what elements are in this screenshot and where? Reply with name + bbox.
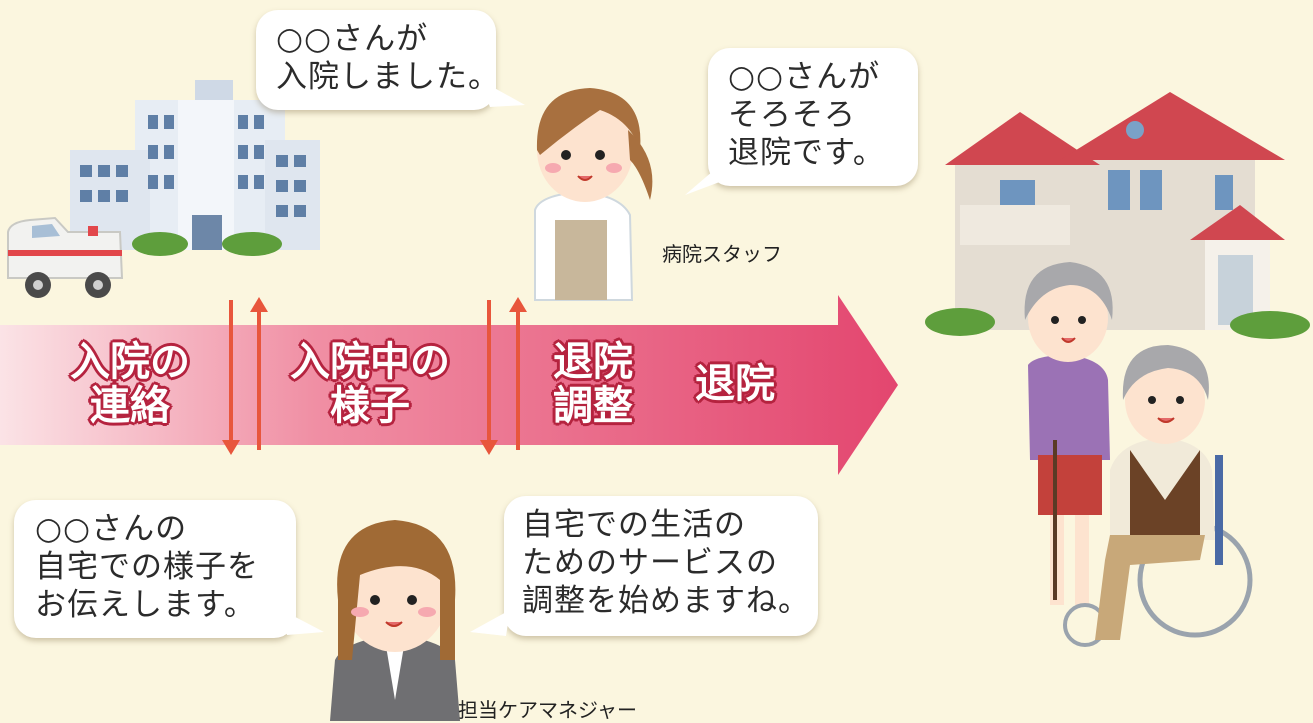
stage-contact: 入院の 連絡 xyxy=(70,339,190,429)
bubble-cm-service-text: 自宅での生活の ためのサービスの 調整を始めますね。 xyxy=(522,507,810,619)
double-arrow-right xyxy=(480,297,527,455)
bubble-hospital-admit xyxy=(256,10,496,110)
bubble-hospital-admit-text: ○○さんが 入院しました。 xyxy=(276,21,500,95)
bubble-tail-home xyxy=(282,610,324,635)
bubble-hospital-discharge-text: ○○さんが そろそろ 退院です。 xyxy=(728,59,885,171)
bubble-cm-service xyxy=(504,496,818,636)
bubble-cm-home xyxy=(14,500,296,638)
ambulance xyxy=(7,216,124,298)
process-arrow xyxy=(0,295,898,475)
care-manager-figure xyxy=(330,520,460,721)
bubble-hospital-discharge xyxy=(708,48,918,186)
bubble-cm-home-text: ○○さんの 自宅での様子を お伝えします。 xyxy=(35,511,259,623)
elderly-couple-figure xyxy=(1024,262,1253,647)
stage-during: 入院中の 様子 xyxy=(290,339,450,429)
hospital-building xyxy=(70,80,320,256)
stage-discharge: 退院 xyxy=(695,361,775,407)
bubble-tail-discharge xyxy=(685,165,725,195)
double-arrow-left xyxy=(222,297,268,455)
caption-care-manager: 担当ケアマネジャー xyxy=(458,698,637,722)
bubble-tail-admit xyxy=(480,80,525,107)
caption-hospital-staff: 病院スタッフ xyxy=(662,242,782,266)
house xyxy=(925,92,1310,339)
hospital-staff-figure xyxy=(534,88,653,301)
bubble-tail-service xyxy=(470,610,510,636)
stage-adjust: 退院 調整 xyxy=(553,339,633,429)
